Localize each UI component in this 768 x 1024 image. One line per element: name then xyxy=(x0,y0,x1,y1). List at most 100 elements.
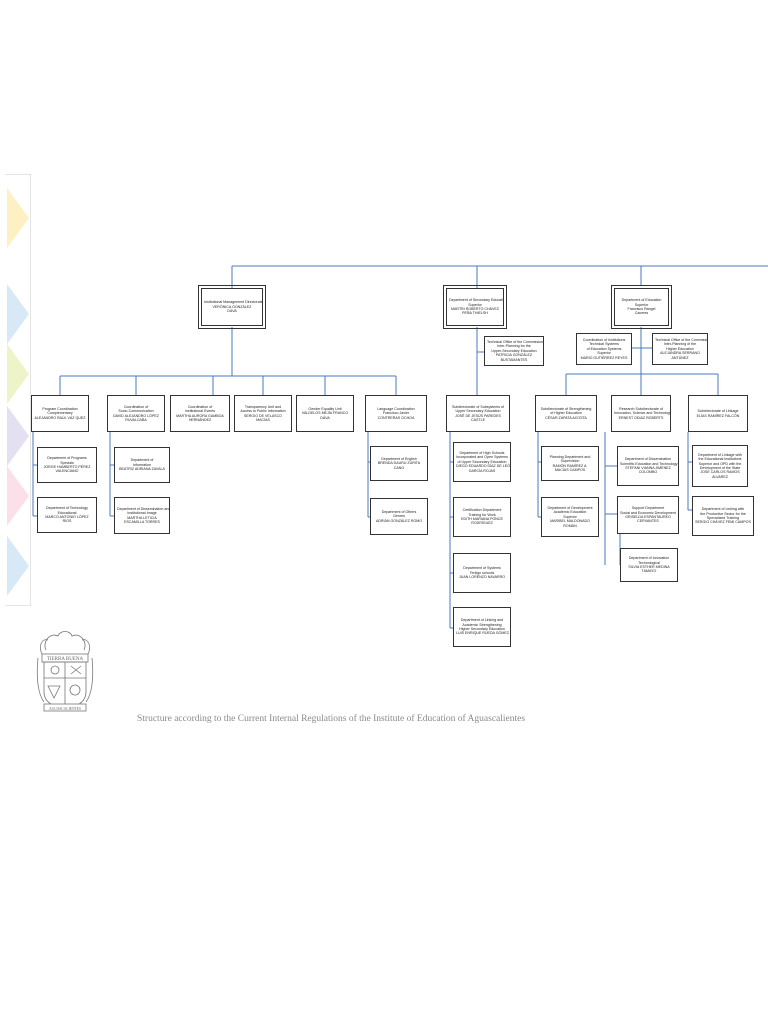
box-line: Socio-Communication xyxy=(118,409,154,414)
box-line: the Educational Institutions xyxy=(698,457,742,462)
box-line: RAMÓN RAMÍREZ A. xyxy=(552,463,588,468)
box-line: Scientific Education and Technology xyxy=(620,461,678,466)
box-line: ADRIÁN GONZÁLEZ ROMO xyxy=(375,518,423,523)
box-line: Department of Innovation xyxy=(628,556,670,561)
box-line: of Education Systems xyxy=(586,346,622,351)
box-line: MARIO GUTIÉRREZ REYES xyxy=(580,355,628,360)
box-line: MARTÍN ROBERTO CHÁVEZ xyxy=(451,307,499,311)
box-line: Technical Office of the Commission xyxy=(487,339,544,344)
box-line: Language Coordination xyxy=(377,406,415,411)
svg-text:AGUASCALIENTES: AGUASCALIENTES xyxy=(49,707,81,711)
box-line: GARCÍA ROJAS xyxy=(468,468,496,473)
box-line: Department of Linking with xyxy=(701,507,745,512)
box-line: PATRICIA GONZÁLEZ xyxy=(495,353,533,358)
box-line: CONTRERAS OCHOA xyxy=(377,415,415,420)
box-line: JORGE HUMBERTO PÉREZ xyxy=(43,465,91,469)
box-line: GRISELDA ESPANTAUREO xyxy=(625,515,671,519)
box-line: Technological xyxy=(638,560,660,565)
box-line: the Productive Sector for the xyxy=(700,511,746,516)
box-line: RIOS xyxy=(62,519,72,524)
box-line: Department of Development xyxy=(547,505,593,510)
box-line: MARTHA AURORA GAMBOA xyxy=(176,413,224,418)
box-line: Inter-Planning of the xyxy=(663,342,697,347)
box-line: Department of Secondary Education xyxy=(449,298,504,303)
box-line: Cáceres xyxy=(634,311,649,316)
coat-of-arms-seal-icon: TIERRA BUENA AGUASCALIENTES xyxy=(36,631,94,712)
decorative-side-strip xyxy=(5,174,31,606)
box-line: DIEGO EDUARDO DÍAZ DE LEÓN xyxy=(456,464,511,469)
box-line: Certification Department xyxy=(462,508,502,513)
box-line: ELÍAS RAMÍREZ FALCÓN xyxy=(696,413,740,418)
box-line: MACÍAS xyxy=(256,417,270,422)
box-line: MARTHA LETICIA xyxy=(127,515,157,520)
box-line: VALDELOS MEJÍA FRANCO xyxy=(301,411,349,416)
box-line: Subdirectorate of Subsystems of xyxy=(452,404,504,409)
box-line: LUIS ENRIQUE RUEDA GÓMEZ xyxy=(456,631,509,636)
box-line: Department of Linkage with xyxy=(698,452,742,457)
box-line: Development of the State xyxy=(699,466,741,470)
box-line: CASTLE xyxy=(471,417,485,422)
box-line: Superior xyxy=(597,351,611,356)
box-line: Information xyxy=(133,462,151,467)
box-line: Superior xyxy=(563,514,577,519)
box-line: ROMÁN xyxy=(563,523,577,528)
box-line: Training for Work xyxy=(468,512,496,517)
box-line: Department of Dissemination xyxy=(624,457,672,462)
box-line: HERNÁNDEZ xyxy=(188,417,212,422)
box-line: Research Subdirectorate of xyxy=(619,406,663,411)
box-line: Department of Education xyxy=(621,298,662,303)
box-line: Planning Department and xyxy=(549,454,591,459)
box-line: Coordination of xyxy=(123,404,149,409)
box-line: Francisco Javier xyxy=(382,411,410,416)
box-line: Tenlign schools xyxy=(469,570,495,575)
box-line: ALEJANDRO RAÚL VÁZ QUEZ xyxy=(34,415,86,420)
svg-text:TIERRA BUENA: TIERRA BUENA xyxy=(47,657,84,662)
box-line: Gender Equality Unit xyxy=(308,406,342,411)
box-line: Superior xyxy=(634,302,649,307)
box-line: MARCO ANTONIO LÓPEZ xyxy=(45,515,89,519)
box-line: Genres xyxy=(393,514,405,519)
box-line: Department of Systems xyxy=(463,566,501,571)
box-line: Higher Education xyxy=(666,346,694,351)
box-line: Complementary xyxy=(47,411,73,416)
box-line: Coordination of Institutions xyxy=(582,337,626,342)
box-line: ESCAMILLA TORRES xyxy=(124,519,160,524)
box-line: CERVANTES xyxy=(637,519,659,524)
box-line: Coordination of xyxy=(187,404,213,409)
chart-caption: Structure according to the Current Inter… xyxy=(137,714,526,724)
box-line: Specials xyxy=(60,460,74,465)
box-line: SERGIO CHÁVEZ FEMI CAMPOS xyxy=(695,520,751,525)
box-line: Social and Economic Development xyxy=(620,510,676,515)
box-line: ALEJANDRA SERRANO xyxy=(660,351,700,356)
box-line: Technical Office of the Commission xyxy=(655,337,708,342)
box-line: DÁVA xyxy=(227,309,237,314)
box-line: BRENDA DAURU ZURITA xyxy=(377,461,421,466)
box-line: Superior xyxy=(468,302,482,307)
box-line: Department of Technology xyxy=(46,506,88,511)
box-line: Program Coordination xyxy=(42,406,78,411)
box-line: Subdirectorate of Linkage xyxy=(697,409,739,414)
box-line: RUVALCABA xyxy=(125,417,147,422)
box-line: Department of English xyxy=(381,456,417,461)
